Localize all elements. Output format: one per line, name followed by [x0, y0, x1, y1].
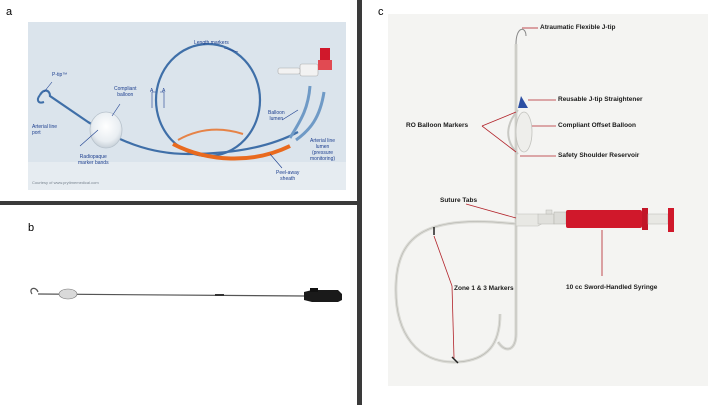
label-zone-markers: Zone 1 & 3 Markers: [454, 285, 514, 292]
balloon-lumen-tube: [288, 85, 312, 139]
balloon-leader: [111, 103, 121, 117]
stopcock-hub: [299, 63, 319, 77]
label-j-tip-straightener: Reusable J-tip Straightener: [558, 96, 643, 103]
catheter-shaft: [39, 89, 299, 156]
leader-suture-tabs: [465, 203, 517, 219]
leader-ro-marker-top: [481, 111, 517, 127]
stopcock: [537, 213, 555, 225]
panel-a-lower-shade: [28, 162, 346, 190]
label-syringe: 10 cc Sword-Handled Syringe: [566, 284, 658, 291]
label-arterial-line-port: Arterial line port: [32, 124, 58, 136]
j-tip-straightener: [518, 96, 528, 108]
compliant-balloon: [89, 111, 123, 149]
vertical-divider: [357, 0, 362, 405]
horizontal-divider: [0, 201, 360, 205]
panel-b-letter: b: [28, 222, 35, 234]
sheath-leader: [269, 153, 283, 169]
label-compliant-balloon: Compliant balloon: [114, 86, 137, 98]
label-radiopaque-marker-bands: Radiopaque marker bands: [78, 154, 109, 166]
panel-b-balloon: [58, 288, 78, 300]
syringe-handle: [668, 208, 674, 232]
leader-zone-1: [433, 235, 453, 287]
leader-zone-3: [451, 285, 455, 359]
panel-b-handle-tab: [310, 288, 318, 292]
panel-a-letter: a: [6, 6, 13, 18]
label-ro-balloon-markers: RO Balloon Markers: [406, 122, 469, 129]
main-catheter-edge: [497, 44, 517, 350]
syringe-barrel: [566, 210, 642, 228]
red-connector: [318, 60, 332, 70]
p-tip-curl: [36, 94, 45, 104]
j-tip-curl: [515, 28, 527, 45]
label-length-markers: Length markers: [194, 40, 229, 46]
panel-b-j-tip: [30, 287, 39, 295]
panel-c-photo: [388, 14, 708, 386]
p-tip-leader: [43, 81, 53, 93]
label-arterial-line-lumen: Arterial line lumen (pressure monitoring…: [310, 138, 336, 162]
label-peel-away-sheath: Peel-away sheath: [276, 170, 300, 182]
balloon-lumen-leader: [281, 109, 299, 121]
label-p-tip: P-tip™: [52, 72, 68, 78]
panel-a-photo: [28, 22, 346, 190]
label-credit: Courtesy of www.prytimemedical.com: [32, 180, 99, 185]
balloon-body: [515, 111, 533, 153]
radiopaque-leader: [79, 129, 99, 147]
syringe-plunger: [647, 213, 669, 225]
syringe-flange: [642, 208, 648, 230]
label-safety-shoulder-reservoir: Safety Shoulder Reservoir: [558, 152, 640, 159]
red-cap: [320, 48, 330, 60]
label-a-marker-2: A: [162, 88, 166, 94]
sheath-tail: [177, 128, 244, 141]
label-suture-tabs: Suture Tabs: [440, 197, 478, 204]
label-a-marker-1: A: [150, 88, 154, 94]
syringe-tip: [553, 211, 567, 225]
compliant-offset-balloon: [507, 109, 519, 155]
a-bracket: [151, 91, 165, 108]
label-compliant-offset-balloon: Compliant Offset Balloon: [558, 122, 636, 129]
panel-c-background: [388, 14, 708, 386]
stopcock-arm: [277, 67, 301, 75]
panel-b-photo: [30, 287, 342, 302]
length-marker-leader: [223, 47, 239, 53]
panel-c-letter: c: [378, 6, 384, 18]
leader-ro-marker-bottom: [481, 125, 517, 153]
panel-b-catheter: [37, 293, 306, 297]
label-balloon-lumen: Balloon lumen: [268, 110, 285, 122]
panel-b-handle: [304, 290, 342, 302]
arterial-line-lumen-tube: [295, 91, 326, 142]
stopcock-handle: [545, 209, 553, 215]
peel-away-sheath: [172, 142, 291, 161]
zone-marker-3: [451, 356, 459, 364]
label-atraumatic-tip: Atraumatic Flexible J-tip: [540, 24, 616, 31]
